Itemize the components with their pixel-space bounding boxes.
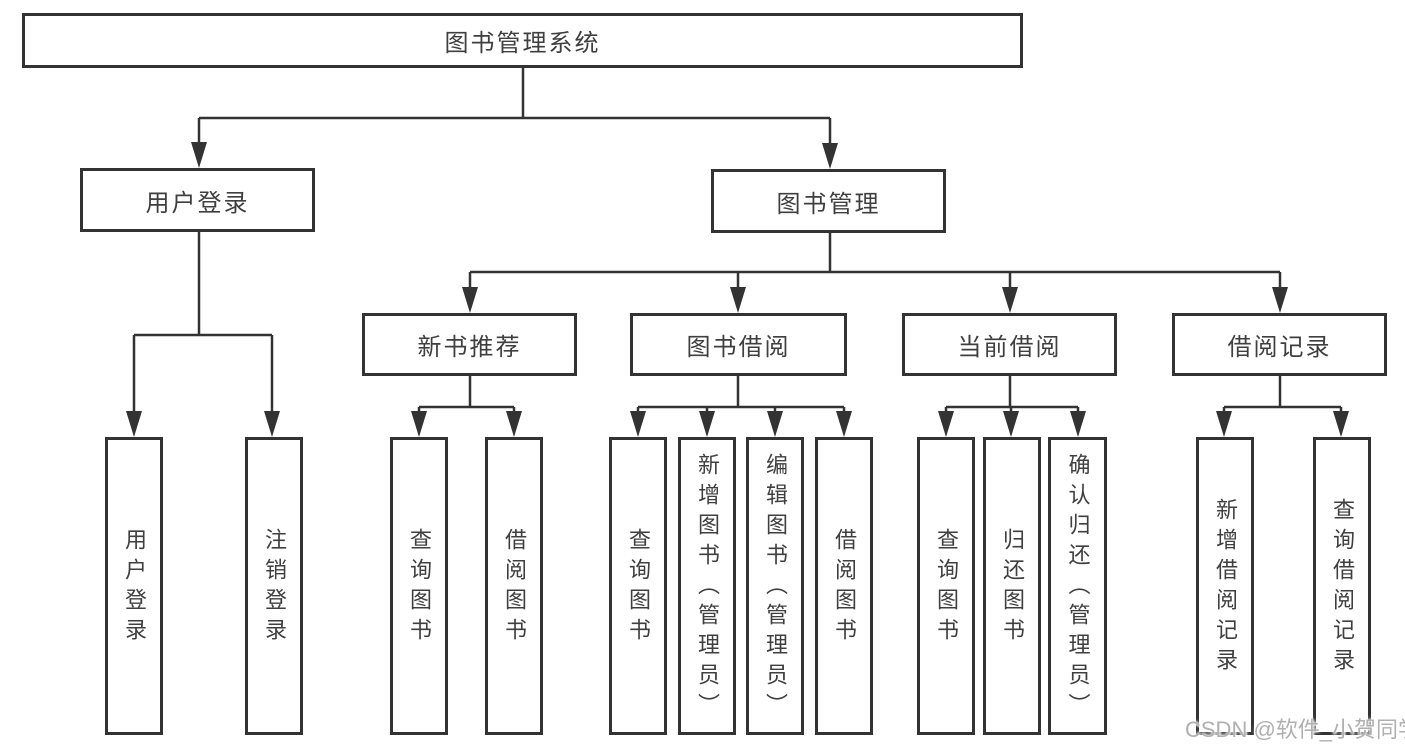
leaf-user-login-label: 用户登录 [122,528,147,648]
node-book-borrow-label: 图书借阅 [686,334,791,361]
leaf-edit-book-admin-label: 编辑图书（管理员） [763,453,788,723]
edge-current-borrow-split [938,376,1086,437]
node-book-mgmt-label: 图书管理 [776,190,881,218]
leaf-borrow-books-recommend: 借阅图书 [485,437,543,735]
node-borrow-records-label: 借阅记录 [1227,334,1332,361]
node-book-mgmt: 图书管理 [711,169,946,233]
leaf-logout: 注销登录 [245,437,303,735]
node-borrow-records: 借阅记录 [1172,313,1387,376]
node-root-label: 图书管理系统 [444,30,601,57]
edge-root-split [191,68,838,169]
edge-new-book-split [411,376,522,437]
edge-borrow-records-split [1216,376,1349,437]
leaf-add-book-admin: 新增图书（管理员） [678,437,736,735]
leaf-add-book-admin-label: 新增图书（管理员） [695,453,720,723]
node-new-book-recommend: 新书推荐 [362,313,577,376]
node-current-borrow-label: 当前借阅 [957,334,1062,361]
node-book-borrow: 图书借阅 [630,313,847,376]
leaf-add-borrow-record-label: 新增借阅记录 [1213,498,1238,678]
leaf-borrow-books-label: 借阅图书 [832,528,857,648]
node-user-login-label: 用户登录 [145,189,250,217]
leaf-borrow-books-recommend-label: 借阅图书 [502,528,527,648]
leaf-query-books-recommend-label: 查询图书 [407,528,432,648]
leaf-query-books-borrow: 查询图书 [609,437,667,735]
node-root: 图书管理系统 [22,13,1023,68]
leaf-return-book-label: 归还图书 [1000,528,1025,648]
node-user-login: 用户登录 [80,168,315,232]
node-current-borrow: 当前借阅 [902,313,1117,376]
csdn-watermark: CSDN @软件_小贺同学 [1185,717,1405,742]
leaf-query-books-recommend: 查询图书 [390,437,448,735]
leaf-query-books-current: 查询图书 [917,437,975,735]
leaf-add-borrow-record: 新增借阅记录 [1196,437,1254,735]
edge-book-mgmt-split [462,233,1288,313]
leaf-query-books-borrow-label: 查询图书 [626,528,651,648]
leaf-return-book: 归还图书 [983,437,1041,735]
edge-book-borrow-split [630,376,852,437]
leaf-logout-label: 注销登录 [262,528,287,648]
leaf-edit-book-admin: 编辑图书（管理员） [746,437,804,735]
leaf-confirm-return-admin-label: 确认归还（管理员） [1065,453,1091,723]
node-new-book-recommend-label: 新书推荐 [417,334,522,361]
leaf-query-borrow-record: 查询借阅记录 [1313,437,1371,735]
leaf-query-books-current-label: 查询图书 [934,528,959,648]
edge-user-login-split [126,232,280,437]
leaf-user-login: 用户登录 [105,437,163,735]
leaf-query-borrow-record-label: 查询借阅记录 [1330,498,1355,678]
leaf-borrow-books: 借阅图书 [815,437,873,735]
leaf-confirm-return-admin: 确认归还（管理员） [1048,437,1107,735]
